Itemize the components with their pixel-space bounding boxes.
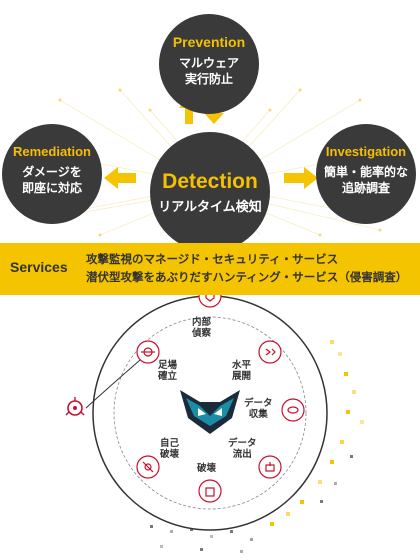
stage-label-line2: 収集 xyxy=(248,409,268,420)
remediation-circle: Remediation ダメージを 即座に対応 xyxy=(2,124,102,224)
stage-destruction: 破壊 xyxy=(197,463,216,474)
stage-label-line2: 偵察 xyxy=(192,328,212,339)
services-line1: 攻撃監視のマネージド・セキュリティ・サービス xyxy=(86,252,339,266)
bug-icon xyxy=(136,340,160,364)
stage-data-collection: データ 収集 xyxy=(244,398,273,420)
services-label: Services xyxy=(10,259,68,275)
prevention-line2: 実行防止 xyxy=(184,72,233,86)
trash-icon xyxy=(198,479,222,503)
bug-icon-2 xyxy=(136,455,160,479)
prevention-title: Prevention xyxy=(172,34,246,50)
investigation-line2: 追跡調査 xyxy=(341,181,390,195)
pixel-pattern xyxy=(270,340,364,526)
connector-line xyxy=(85,359,141,409)
remediation-line2: 即座に対応 xyxy=(21,181,82,195)
prevention-line1: マルウェア xyxy=(178,56,239,70)
virus-icon xyxy=(65,397,85,416)
stage-label-line1: 内部 xyxy=(192,317,212,328)
stage-label-line2: 展開 xyxy=(232,371,252,382)
services-band: Services 攻撃監視のマネージド・セキュリティ・サービス 潜伏型攻撃をあぶ… xyxy=(0,243,420,295)
arrow-right-icon xyxy=(284,167,318,189)
stage-label-line1: データ xyxy=(244,398,273,409)
remediation-line1: ダメージを xyxy=(22,165,82,179)
arrow-left-icon xyxy=(104,167,136,189)
stage-data-exfiltration: データ 流出 xyxy=(228,438,257,460)
stage-self-destruction: 自己 破壊 xyxy=(160,438,179,460)
upload-icon xyxy=(258,455,282,479)
stage-lateral-movement: 水平 展開 xyxy=(232,360,251,382)
stage-label-line1: データ xyxy=(228,438,257,449)
detection-title: Detection xyxy=(162,170,258,193)
stage-label-line2: 確立 xyxy=(158,371,178,382)
detection-subtitle: リアルタイム検知 xyxy=(158,200,262,215)
network-icon xyxy=(258,340,282,364)
wolf-mascot-icon xyxy=(180,390,240,434)
services-line2: 潜伏型攻撃をあぶりだすハンティング・サービス（侵害調査） xyxy=(86,270,408,284)
detection-circle: Detection リアルタイム検知 xyxy=(150,132,270,252)
stage-label-line1: 足場 xyxy=(158,360,178,371)
remediation-title: Remediation xyxy=(12,144,91,159)
pixel-pattern-grey xyxy=(150,455,353,553)
investigation-title: Investigation xyxy=(325,144,407,159)
stage-label-line1: 自己 xyxy=(160,438,180,449)
stage-label-line2: 破壊 xyxy=(160,449,180,460)
inner-ring xyxy=(113,316,307,510)
stage-foothold: 足場 確立 xyxy=(158,360,177,382)
stage-label-line2: 流出 xyxy=(232,449,252,460)
stage-label-line1: 破壊 xyxy=(197,463,217,474)
stage-internal-recon: 内部 偵察 xyxy=(192,317,211,339)
prevention-circle: Prevention マルウェア 実行防止 xyxy=(159,14,259,114)
folder-icon xyxy=(281,398,305,422)
investigation-line1: 簡単・能率的な xyxy=(323,165,408,179)
investigation-circle: Investigation 簡単・能率的な 追跡調査 xyxy=(316,124,416,224)
stage-label-line1: 水平 xyxy=(232,360,252,371)
